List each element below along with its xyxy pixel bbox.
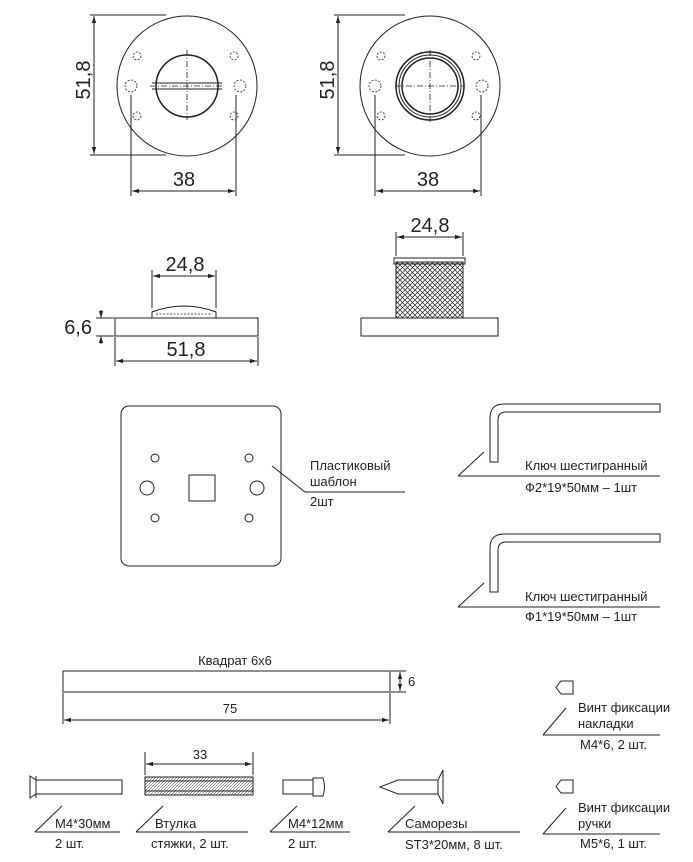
screw-label: накладки — [578, 716, 634, 731]
screw-spec: М4*6, 2 шт. — [580, 737, 647, 752]
screw-label: ручки — [578, 816, 611, 831]
bolt-m4-12: М4*12мм 2 шт. — [269, 777, 350, 851]
height-dim-label: 51,8 — [73, 61, 95, 100]
hex-key-2: Ключ шестигранный Ф1*19*50мм – 1шт — [457, 533, 661, 624]
template-qty: 2шт — [310, 494, 334, 509]
thickness-dim-label: 6 — [408, 674, 415, 689]
screw-label: Винт фиксации — [578, 700, 670, 715]
hex-key-spec: Ф2*19*50мм – 1шт — [525, 480, 637, 495]
thickness-dim-label: 6,6 — [64, 317, 92, 339]
bolt-spec: М4*30мм — [55, 816, 111, 831]
square-bar: Квадрат 6х6 6 75 — [62, 653, 415, 724]
width-dim-label: 38 — [173, 169, 195, 191]
hex-key-1: Ключ шестигранный Ф2*19*50мм – 1шт — [457, 403, 661, 495]
hex-key-spec: Ф1*19*50мм – 1шт — [525, 609, 637, 624]
screw-label: Винт фиксации — [578, 800, 670, 815]
width-dim-label: 51,8 — [167, 339, 206, 361]
height-dim-label: 51,8 — [317, 61, 339, 100]
sleeve-label: Втулка — [155, 816, 197, 831]
screw-spec: ST3*20мм, 8 шт. — [405, 837, 503, 852]
square-bar-title: Квадрат 6х6 — [198, 653, 272, 668]
width-dim-label: 38 — [417, 169, 439, 191]
rosette-front-left: 51,8 38 — [73, 14, 258, 196]
plastic-template: Пластиковый шаблон 2шт — [120, 405, 405, 567]
screw-handle-fixing: Винт фиксации ручки М5*6, 1 шт. — [542, 779, 670, 851]
hex-key-title: Ключ шестигранный — [525, 458, 648, 473]
sleeve-label: стяжки, 2 шт. — [151, 836, 229, 851]
screw-spec: М5*6, 1 шт. — [580, 836, 647, 851]
hex-key-title: Ключ шестигранный — [525, 589, 648, 604]
bolt-spec: М4*12мм — [288, 816, 344, 831]
self-tapping-screw: Саморезы ST3*20мм, 8 шт. — [378, 769, 520, 852]
template-label: шаблон — [310, 474, 357, 489]
sleeve: 33 Втулка стяжки, 2 шт. — [135, 747, 254, 851]
sleeve-dim-label: 33 — [193, 747, 207, 762]
bolt-qty: 2 шт. — [55, 836, 84, 851]
template-label: Пластиковый — [310, 458, 390, 473]
screw-cover-fixing: Винт фиксации накладки М4*6, 2 шт. — [542, 680, 670, 752]
rosette-side-left: 24,8 6,6 51,8 — [64, 254, 259, 366]
top-dim-label: 24,8 — [411, 215, 450, 237]
top-dim-label: 24,8 — [166, 254, 205, 276]
bolt-qty: 2 шт. — [288, 836, 317, 851]
bolt-m4-30: М4*30мм 2 шт. — [29, 775, 123, 851]
rosette-side-right: 24,8 — [360, 215, 499, 337]
length-dim-label: 75 — [223, 701, 237, 716]
screw-title: Саморезы — [405, 816, 467, 831]
rosette-front-right: 51,8 38 — [317, 14, 501, 196]
